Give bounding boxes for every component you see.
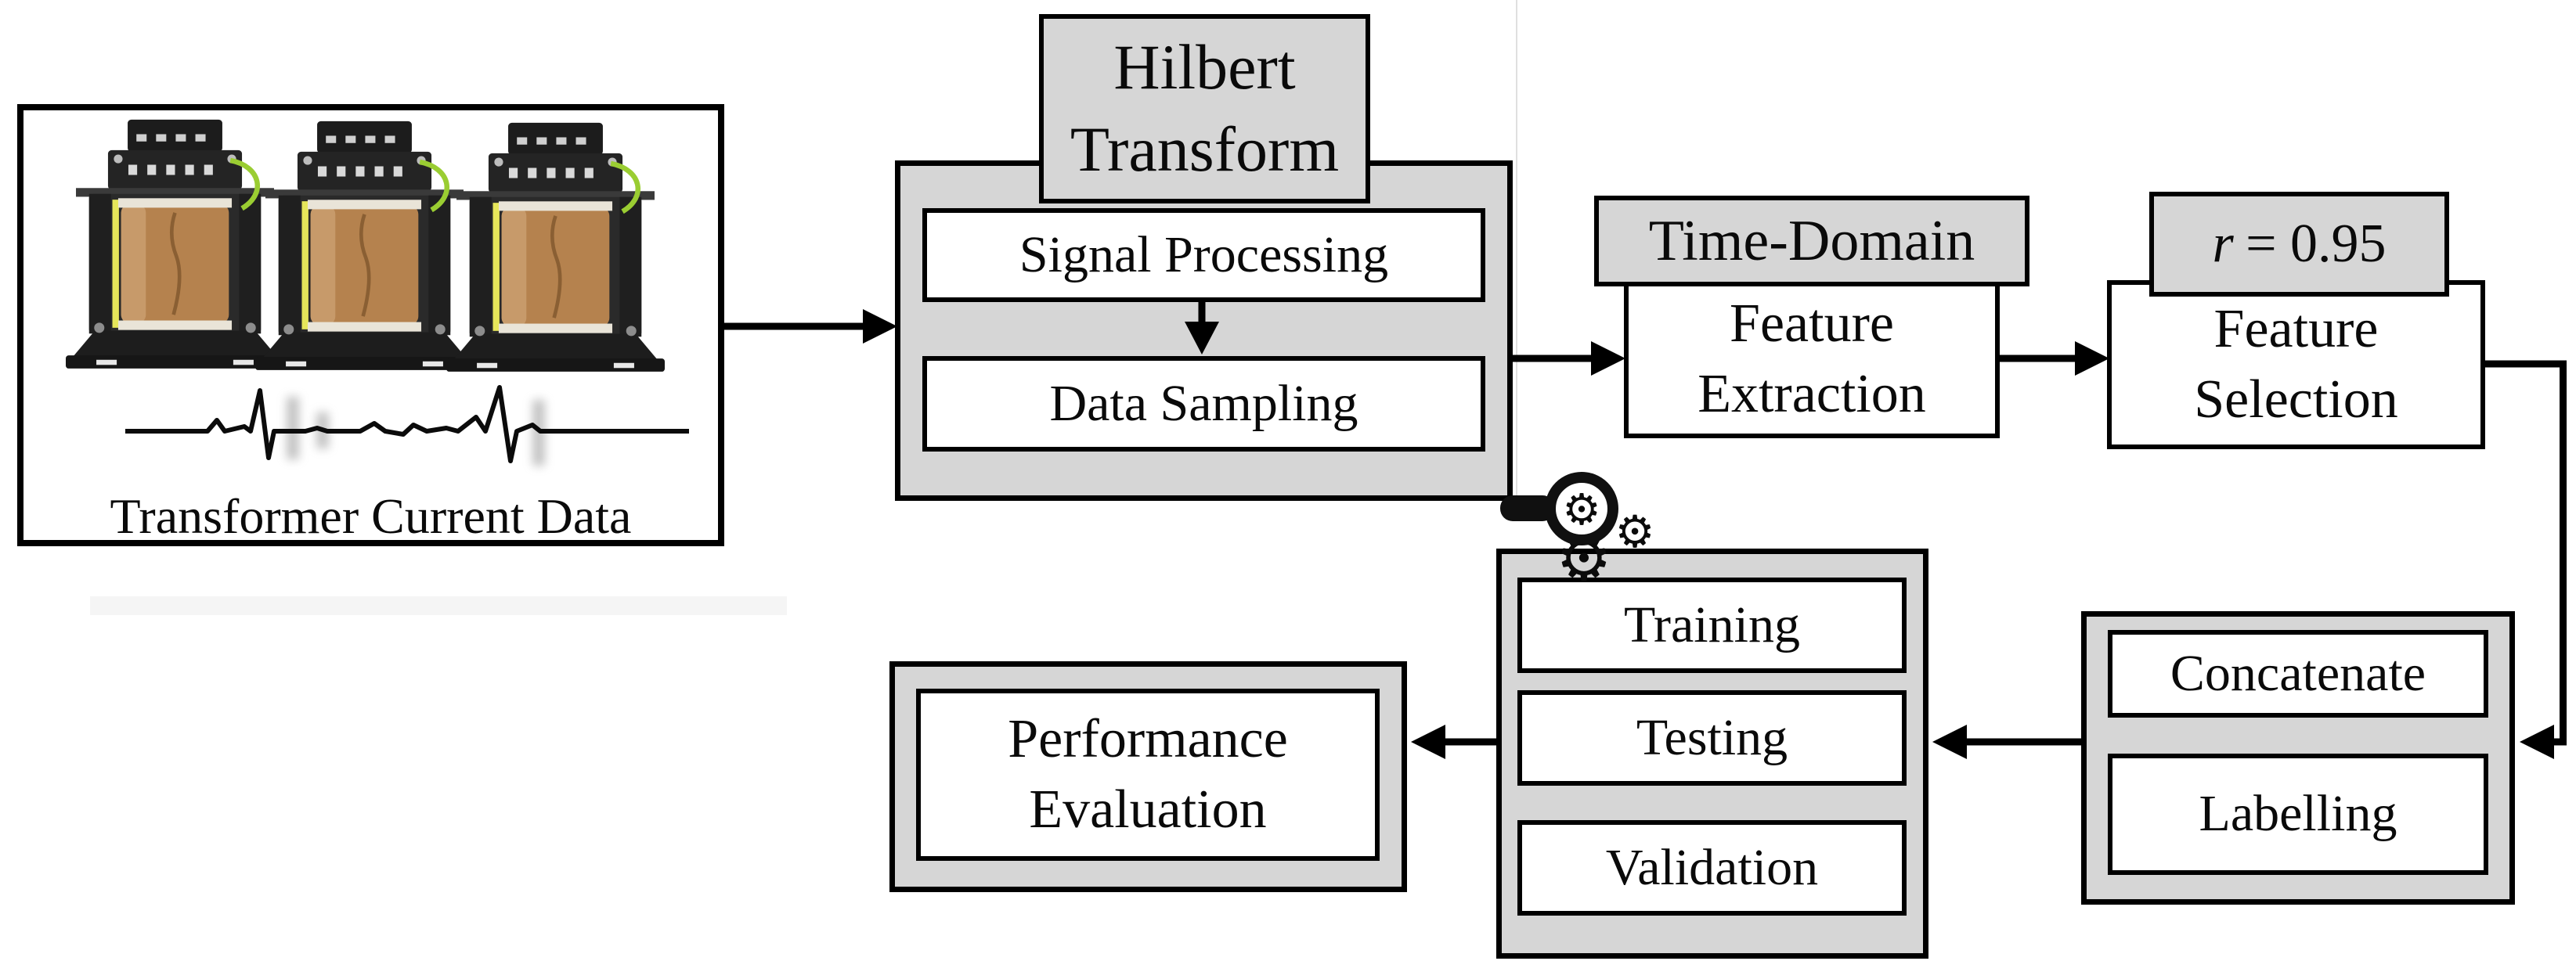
feature-selection-line1: Feature [2213,299,2379,360]
data-sampling-label: Data Sampling [1049,374,1358,432]
signal-processing-label: Signal Processing [1019,225,1389,283]
training-box: Training [1517,578,1907,673]
feature-extraction-line2: Extraction [1697,364,1926,424]
transformer-current-data-box: Transformer Current Data [17,104,724,546]
svg-text:⚙: ⚙ [1562,484,1600,534]
r-threshold-header: r = 0.95 [2149,192,2449,297]
testing-label: Testing [1636,708,1788,766]
time-domain-header: Time-Domain [1594,196,2029,286]
validation-label: Validation [1605,838,1819,896]
feature-extraction-box: Feature Extraction [1624,280,2000,438]
performance-line1: Performance [1008,709,1288,770]
hilbert-title-line2: Transform [1070,113,1340,185]
labelling-box: Labelling [2108,754,2488,875]
concatenate-label: Concatenate [2170,644,2426,702]
validation-box: Validation [1517,820,1907,916]
r-value: = 0.95 [2246,214,2387,275]
data-sampling-box: Data Sampling [922,356,1485,452]
transformers-photo [61,118,687,391]
signal-processing-box: Signal Processing [922,208,1485,302]
feature-extraction-line1: Feature [1730,293,1894,355]
faint-shadow-band [90,596,787,615]
labelling-label: Labelling [2199,785,2397,843]
r-variable: r [2212,214,2234,275]
testing-box: Testing [1517,690,1907,786]
gears-magnifier-icon: ⚙ ⚙ ⚙ [1500,472,1655,591]
training-label: Training [1624,596,1800,653]
svg-text:⚙: ⚙ [1615,506,1654,558]
time-domain-label: Time-Domain [1648,208,1975,273]
performance-line2: Evaluation [1029,779,1267,840]
hilbert-title-line1: Hilbert [1113,31,1296,103]
feature-selection-line2: Selection [2194,369,2398,430]
current-waveform [125,385,689,466]
concatenate-box: Concatenate [2108,630,2488,718]
hilbert-title-box: Hilbert Transform [1039,14,1370,203]
performance-evaluation-box: Performance Evaluation [916,689,1380,861]
faint-grid-line [1516,0,1517,501]
feature-selection-box: Feature Selection [2107,280,2485,449]
source-label: Transformer Current Data [110,488,632,544]
